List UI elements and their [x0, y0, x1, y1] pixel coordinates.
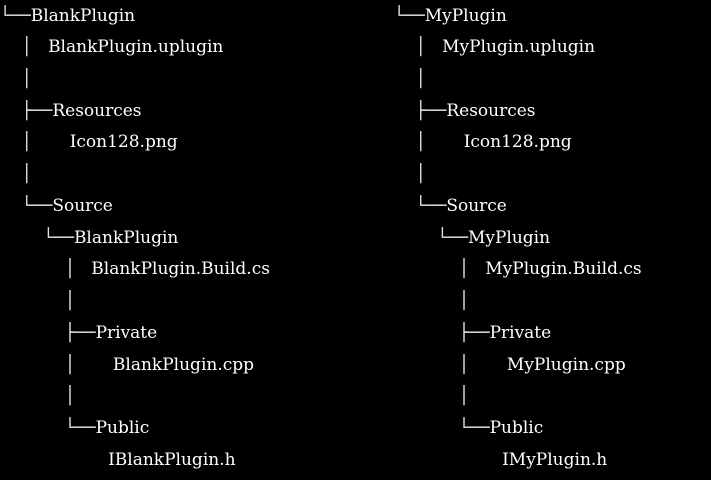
- tree-connector: │: [394, 291, 470, 311]
- file-name: BlankPlugin.uplugin: [48, 37, 224, 57]
- tree-row: └──MyPlugin: [394, 6, 507, 26]
- tree-row: │: [394, 69, 426, 89]
- tree-row: │ Icon128.png: [394, 132, 572, 152]
- file-name: BlankPlugin.cpp: [112, 355, 255, 375]
- tree-connector: │: [0, 37, 49, 57]
- tree-row: ├──Resources: [394, 101, 536, 121]
- folder-name: Resources: [446, 101, 536, 121]
- tree-row: │: [0, 291, 75, 311]
- tree-row: └──Public: [394, 418, 543, 438]
- file-name: BlankPlugin.Build.cs: [91, 259, 270, 279]
- tree-connector: └──: [394, 228, 468, 248]
- tree-connector: │: [394, 164, 426, 184]
- tree-connector: │: [0, 132, 70, 152]
- folder-name: MyPlugin: [424, 6, 507, 26]
- file-name: Icon128.png: [69, 132, 178, 152]
- tree-connector: [394, 450, 502, 470]
- tree-row: ├──Resources: [0, 101, 142, 121]
- folder-name: BlankPlugin: [30, 6, 136, 26]
- folder-name: Private: [489, 323, 552, 343]
- tree-connector: ├──: [0, 101, 53, 121]
- tree-connector: └──: [0, 6, 31, 26]
- tree-connector: │: [0, 164, 32, 184]
- tree-connector: └──: [394, 418, 490, 438]
- myplugin-tree: └──MyPlugin │ MyPlugin.uplugin │ ├──Reso…: [394, 0, 711, 480]
- tree-connector: │: [394, 355, 507, 375]
- file-name: MyPlugin.Build.cs: [485, 259, 642, 279]
- tree-row: │ MyPlugin.Build.cs: [394, 259, 642, 279]
- tree-connector: ├──: [0, 323, 96, 343]
- folder-name: Source: [446, 196, 507, 216]
- tree-row: │: [0, 386, 75, 406]
- tree-connector: └──: [394, 6, 425, 26]
- tree-connector: ├──: [394, 323, 490, 343]
- tree-row: └──Public: [0, 418, 149, 438]
- tree-connector: │: [394, 259, 486, 279]
- folder-name: Private: [95, 323, 158, 343]
- file-name: MyPlugin.cpp: [506, 355, 626, 375]
- file-name: MyPlugin.uplugin: [442, 37, 596, 57]
- file-name: Icon128.png: [463, 132, 572, 152]
- file-name: IMyPlugin.h: [502, 450, 608, 470]
- tree-row: IMyPlugin.h: [394, 450, 607, 470]
- tree-row: ├──Private: [394, 323, 551, 343]
- tree-row: │ MyPlugin.cpp: [394, 355, 626, 375]
- folder-name: Source: [52, 196, 113, 216]
- tree-row: │: [394, 164, 426, 184]
- tree-row: │ BlankPlugin.uplugin: [0, 37, 224, 57]
- tree-connector: ├──: [394, 101, 447, 121]
- tree-row: │ BlankPlugin.Build.cs: [0, 259, 270, 279]
- tree-connector: │: [0, 386, 76, 406]
- tree-row: └──BlankPlugin: [0, 6, 135, 26]
- blankplugin-tree: └──BlankPlugin │ BlankPlugin.uplugin │ ├…: [0, 0, 350, 480]
- tree-connector: │: [394, 37, 443, 57]
- tree-row: IBlankPlugin.h: [0, 450, 236, 470]
- tree-row: │: [394, 291, 469, 311]
- tree-row: │: [0, 164, 32, 184]
- tree-row: │ MyPlugin.uplugin: [394, 37, 595, 57]
- tree-connector: │: [0, 259, 92, 279]
- tree-connector: [0, 450, 108, 470]
- file-name: IBlankPlugin.h: [108, 450, 236, 470]
- folder-name: BlankPlugin: [73, 228, 179, 248]
- tree-connector: │: [0, 355, 113, 375]
- tree-row: │ Icon128.png: [0, 132, 178, 152]
- tree-row: │: [394, 386, 469, 406]
- tree-row: └──Source: [0, 196, 113, 216]
- tree-connector: └──: [0, 418, 96, 438]
- tree-connector: │: [394, 386, 470, 406]
- tree-row: ├──Private: [0, 323, 157, 343]
- tree-connector: └──: [394, 196, 447, 216]
- tree-row: └──MyPlugin: [394, 228, 550, 248]
- folder-name: Resources: [52, 101, 142, 121]
- tree-row: │: [0, 69, 32, 89]
- tree-connector: │: [0, 69, 32, 89]
- tree-connector: └──: [0, 228, 74, 248]
- tree-connector: │: [394, 69, 426, 89]
- folder-name: MyPlugin: [467, 228, 551, 248]
- tree-connector: │: [394, 132, 464, 152]
- folder-name: Public: [95, 418, 150, 438]
- tree-connector: └──: [0, 196, 53, 216]
- folder-name: Public: [489, 418, 544, 438]
- tree-connector: │: [0, 291, 76, 311]
- tree-row: │ BlankPlugin.cpp: [0, 355, 254, 375]
- tree-row: └──Source: [394, 196, 507, 216]
- tree-row: └──BlankPlugin: [0, 228, 178, 248]
